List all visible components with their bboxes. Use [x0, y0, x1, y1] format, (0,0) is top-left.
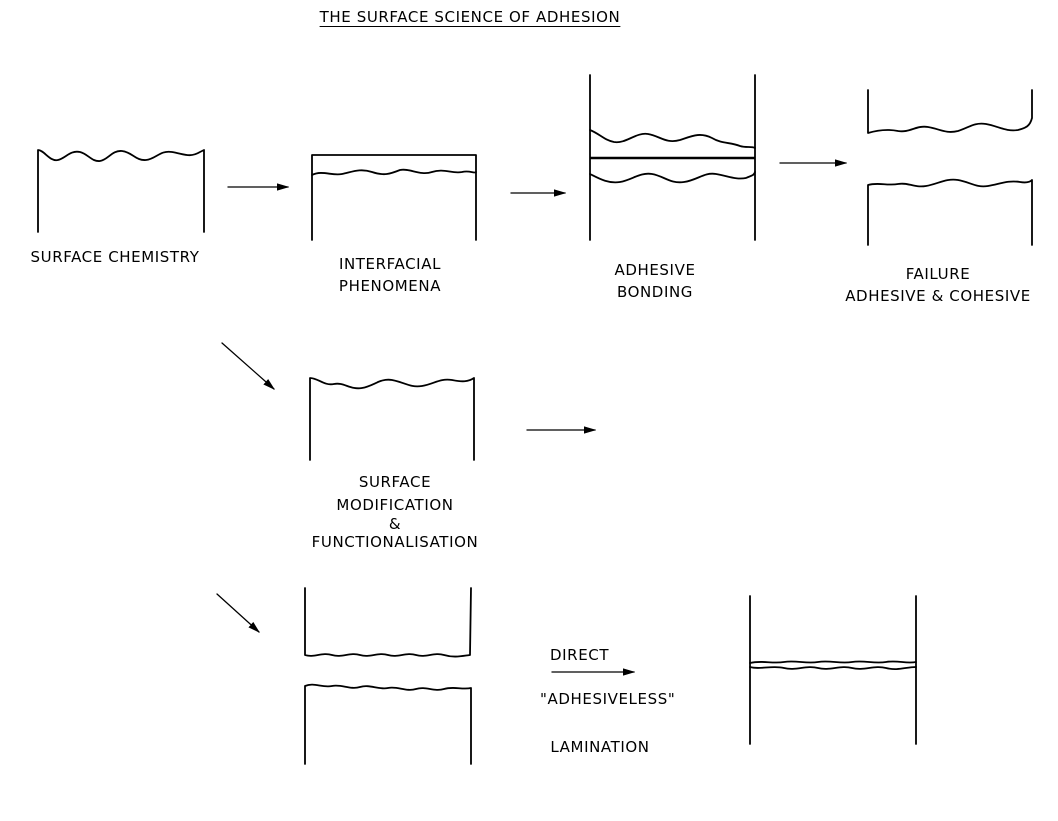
block-laminated: [749, 595, 917, 745]
label-line: FAILURE: [905, 265, 971, 283]
label-line: ADHESIVE & COHESIVE: [845, 287, 1031, 305]
arrow-to-lamination: [216, 593, 259, 632]
diagram-title: THE SURFACE SCIENCE OF ADHESION: [280, 6, 660, 28]
label-line: SURFACE: [358, 473, 432, 491]
label-line: FUNCTIONALISATION: [311, 533, 479, 551]
label-line: INTERFACIAL: [338, 255, 442, 273]
block-surface-modification: [309, 377, 475, 461]
label-adhesiveless: "ADHESIVELESS": [540, 688, 676, 710]
block-separated-surfaces: [304, 587, 472, 765]
label-line: DIRECT: [550, 646, 610, 664]
block-failure: [867, 89, 1033, 246]
label-line: BONDING: [616, 283, 694, 301]
label-failure: FAILURE ADHESIVE & COHESIVE: [820, 263, 1056, 307]
arrow-to-modification: [221, 342, 274, 389]
block-interfacial: [311, 154, 477, 241]
label-line: ADHESIVE: [614, 261, 696, 279]
label-surface-modification: SURFACE MODIFICATION & FUNCTIONALISATION: [300, 471, 490, 554]
label-direct: DIRECT: [550, 644, 640, 666]
label-surface-chemistry: SURFACE CHEMISTRY: [0, 246, 230, 268]
block-surface-chemistry: [37, 149, 205, 233]
label-adhesive-bonding: ADHESIVE BONDING: [580, 259, 730, 303]
block-adhesive-bonding: [589, 74, 756, 241]
label-line: LAMINATION: [550, 738, 650, 756]
label-interfacial-phenomena: INTERFACIAL PHENOMENA: [300, 253, 480, 297]
title-text: THE SURFACE SCIENCE OF ADHESION: [319, 8, 621, 26]
label-lamination: LAMINATION: [540, 736, 660, 758]
label-line: "ADHESIVELESS": [540, 690, 676, 708]
label-line: &: [388, 515, 402, 533]
label-line: MODIFICATION: [336, 496, 454, 514]
label-line: PHENOMENA: [338, 277, 442, 295]
label-line: SURFACE CHEMISTRY: [30, 248, 200, 266]
